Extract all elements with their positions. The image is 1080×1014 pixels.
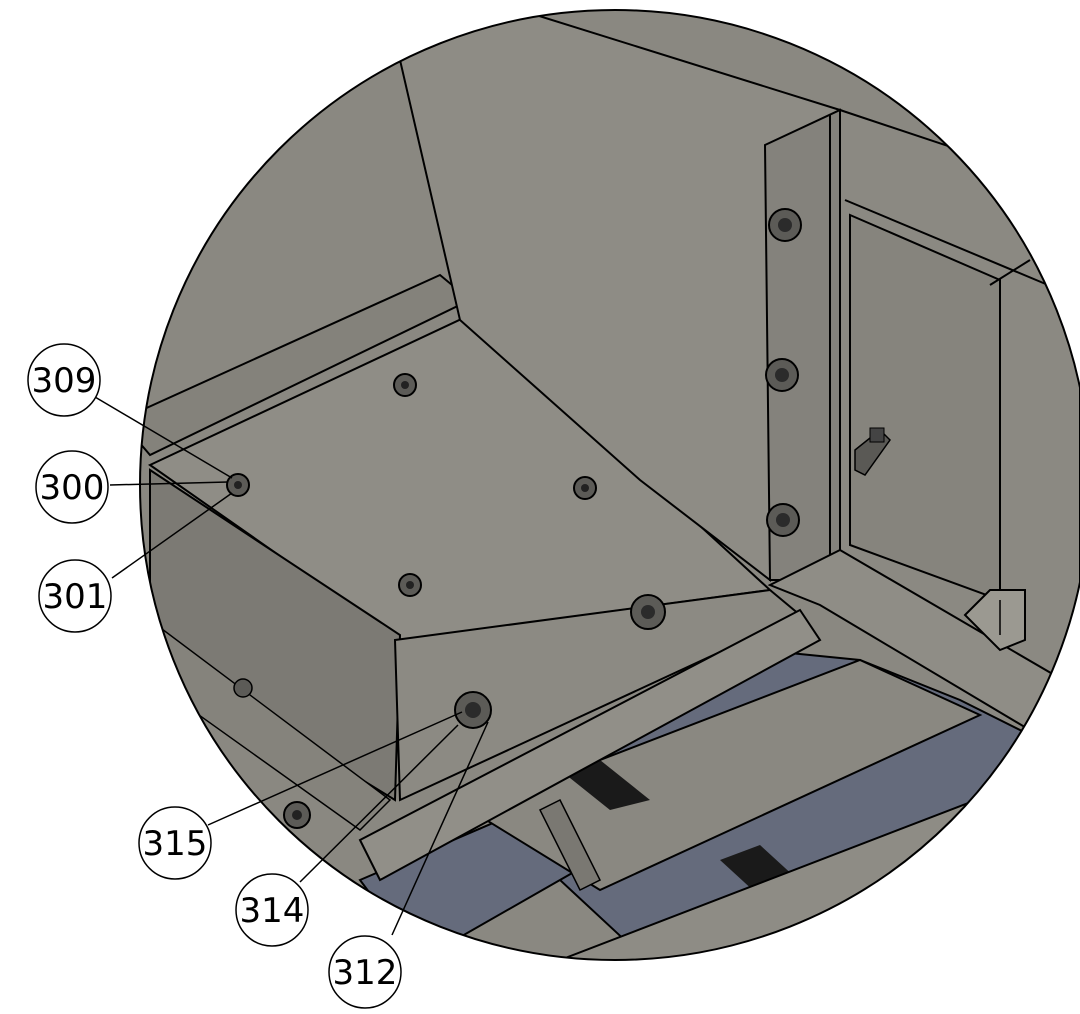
callout-309[interactable]: 309: [27, 343, 101, 417]
leader-312: [391, 721, 489, 936]
callout-300-label: 300: [40, 468, 105, 508]
bolt-plate-1: [393, 373, 417, 397]
nut-post-3: [766, 503, 800, 537]
nut-rail-1: [630, 594, 666, 630]
leader-300: [109, 481, 229, 486]
callout-309-label: 309: [32, 361, 97, 401]
leader-315: [207, 711, 463, 826]
lower-bar: [358, 608, 822, 882]
leader-lines: [94, 396, 489, 936]
nut-post-2: [765, 358, 799, 392]
callout-315-label: 315: [143, 824, 208, 864]
callout-300[interactable]: 300: [35, 450, 109, 524]
callout-301-label: 301: [43, 577, 108, 617]
right-panel-inner: [849, 213, 1001, 602]
detail-circle-outline: [139, 9, 1080, 961]
leader-301: [111, 492, 233, 579]
callout-312[interactable]: 312: [328, 935, 402, 1009]
stud: [854, 427, 891, 476]
bolt-plate-3: [573, 476, 597, 500]
cross-beam: [467, 658, 983, 892]
callout-315[interactable]: 315: [138, 806, 212, 880]
callout-301[interactable]: 301: [38, 559, 112, 633]
dark-strip-1: [560, 760, 650, 810]
bolt-plate-2: [226, 473, 250, 497]
callout-314-label: 314: [240, 891, 305, 931]
bolt-lower-1: [233, 678, 253, 698]
bolt-lower-2: [283, 801, 311, 829]
bottom-ledge: [767, 548, 1080, 762]
nut-post-1: [768, 208, 802, 242]
callout-314[interactable]: 314: [235, 873, 309, 947]
leader-309: [94, 396, 233, 479]
callout-312-label: 312: [333, 953, 398, 993]
nut-rail-2: [454, 691, 492, 729]
bracket: [963, 589, 1026, 652]
leader-314: [299, 724, 459, 883]
bolt-plate-4: [398, 573, 422, 597]
